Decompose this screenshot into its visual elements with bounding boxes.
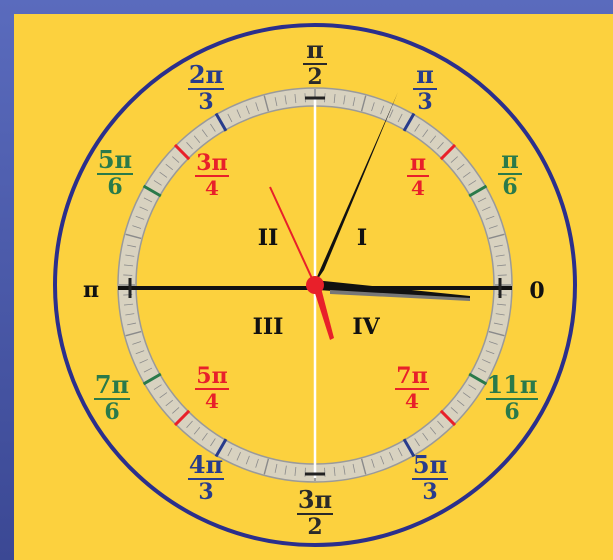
label-2pi-over-3-den: 3 [198, 89, 213, 115]
label-7pi-over-6: 7π 6 [94, 370, 130, 425]
label-pi-over-4-num: π [410, 150, 426, 176]
label-5pi-over-4: 5π 4 [195, 363, 229, 413]
label-3pi-over-4-den: 4 [205, 176, 219, 200]
label-7pi-over-6-num: 7π [95, 370, 129, 399]
label-pi-over-2-num: π [306, 35, 324, 64]
label-7pi-over-4: 7π 4 [395, 363, 429, 413]
label-5pi-over-3-num: 5π [413, 450, 447, 479]
label-pi-over-3: π 3 [413, 60, 437, 115]
label-5pi-over-6-num: 5π [98, 145, 132, 174]
label-pi: π [83, 277, 99, 303]
label-pi-over-4: π 4 [407, 150, 429, 200]
label-5pi-over-4-num: 5π [196, 363, 227, 389]
label-pi-over-2-den: 2 [307, 64, 322, 90]
label-3pi-over-2-den: 2 [307, 514, 322, 540]
quadrant-label-i: I [357, 225, 367, 251]
center-hub [306, 276, 324, 294]
label-pi-over-3-den: 3 [417, 89, 432, 115]
label-7pi-over-4-den: 4 [405, 389, 419, 413]
label-3pi-over-2: 3π 2 [297, 485, 333, 540]
label-4pi-over-3-num: 4π [189, 450, 223, 479]
label-3pi-over-4: 3π 4 [195, 150, 229, 200]
label-11pi-over-6-num: 11π [487, 370, 538, 399]
label-2pi-over-3-num: 2π [189, 60, 223, 89]
hour-hand-long [313, 92, 398, 286]
label-11pi-over-6-den: 6 [504, 399, 519, 425]
label-5pi-over-3-den: 3 [422, 479, 437, 505]
label-7pi-over-6-den: 6 [104, 399, 119, 425]
label-3pi-over-2-num: 3π [298, 485, 332, 514]
label-pi-over-6-num: π [501, 145, 519, 174]
label-5pi-over-6-den: 6 [107, 174, 122, 200]
label-2pi-over-3: 2π 3 [188, 60, 224, 115]
label-zero: 0 [529, 278, 544, 304]
label-4pi-over-3-den: 3 [198, 479, 213, 505]
label-pi-over-4-den: 4 [411, 176, 425, 200]
label-pi-over-6-den: 6 [502, 174, 517, 200]
quadrant-label-iv: IV [352, 314, 380, 340]
label-4pi-over-3: 4π 3 [188, 450, 224, 505]
label-7pi-over-4-num: 7π [396, 363, 427, 389]
label-3pi-over-4-num: 3π [196, 150, 227, 176]
quadrant-label-iii: III [253, 314, 284, 340]
label-pi-over-2: π 2 [303, 35, 327, 90]
label-5pi-over-3: 5π 3 [412, 450, 448, 505]
label-5pi-over-4-den: 4 [205, 389, 219, 413]
label-pi-over-6: π 6 [498, 145, 522, 200]
label-5pi-over-6: 5π 6 [97, 145, 133, 200]
label-pi-over-3-num: π [416, 60, 434, 89]
quadrant-label-ii: II [258, 225, 279, 251]
label-11pi-over-6: 11π 6 [486, 370, 538, 425]
